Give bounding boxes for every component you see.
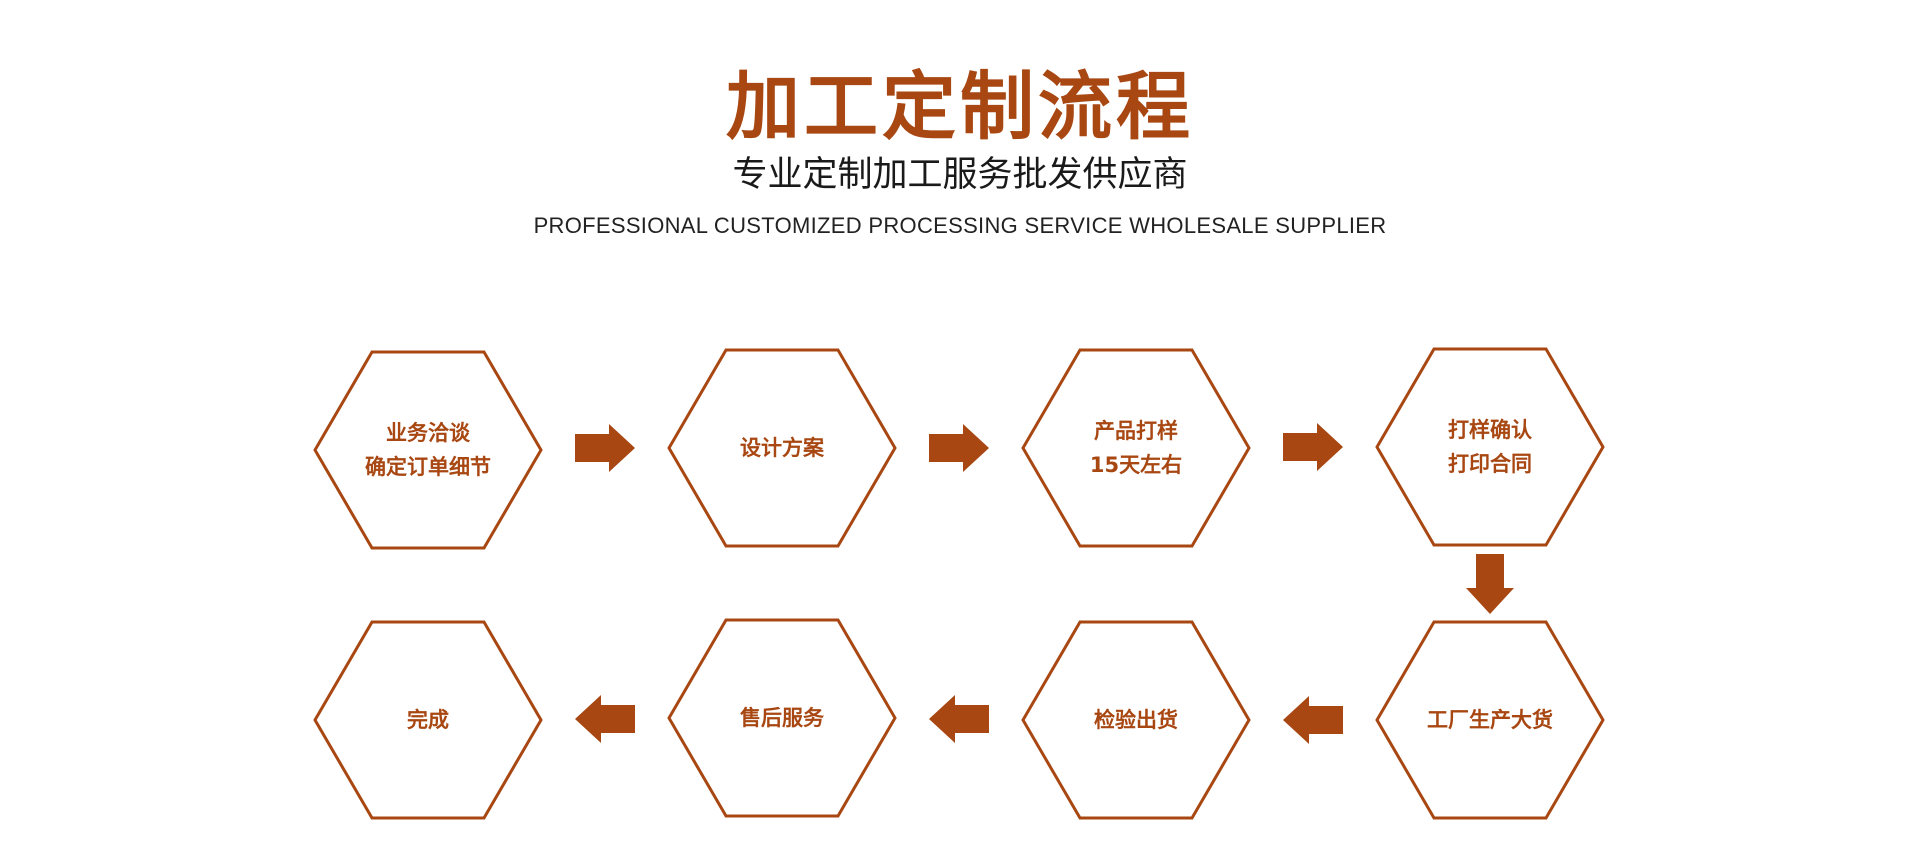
page-title: 加工定制流程 (726, 64, 1194, 150)
arrow-right-icon (1283, 423, 1343, 471)
arrow-right-icon (929, 424, 989, 472)
arrow-right-icon (575, 424, 635, 472)
arrow-left-icon (929, 695, 989, 743)
arrow-left-icon (1283, 696, 1343, 744)
step-8-label: 完成 (407, 708, 449, 732)
arrow-down-icon (1466, 554, 1514, 614)
page-tagline: PROFESSIONAL CUSTOMIZED PROCESSING SERVI… (533, 213, 1387, 238)
step-1-label: 确定订单细节 (365, 455, 491, 479)
step-hexagon-8 (313, 620, 543, 820)
step-1-label: 业务洽谈 (386, 421, 471, 445)
step-2-label: 设计方案 (740, 436, 825, 460)
step-3-label: 产品打样 (1094, 419, 1178, 443)
step-hexagon-3 (1021, 348, 1251, 548)
step-5-label: 工厂生产大货 (1427, 708, 1553, 732)
arrow-left-icon (575, 695, 635, 743)
step-7-label: 售后服务 (740, 706, 825, 730)
step-hexagon-1 (313, 350, 543, 550)
step-hexagon-5 (1375, 620, 1605, 820)
step-hexagon-7 (667, 618, 897, 818)
step-4-label: 打印合同 (1448, 452, 1532, 476)
step-4-label: 打样确认 (1448, 418, 1532, 442)
step-3-label: 15天左右 (1090, 453, 1182, 477)
step-hexagon-4 (1375, 347, 1605, 547)
step-6-label: 检验出货 (1094, 708, 1178, 732)
step-hexagon-6 (1021, 620, 1251, 820)
page-subtitle: 专业定制加工服务批发供应商 (732, 155, 1188, 195)
step-hexagon-2 (667, 348, 897, 548)
